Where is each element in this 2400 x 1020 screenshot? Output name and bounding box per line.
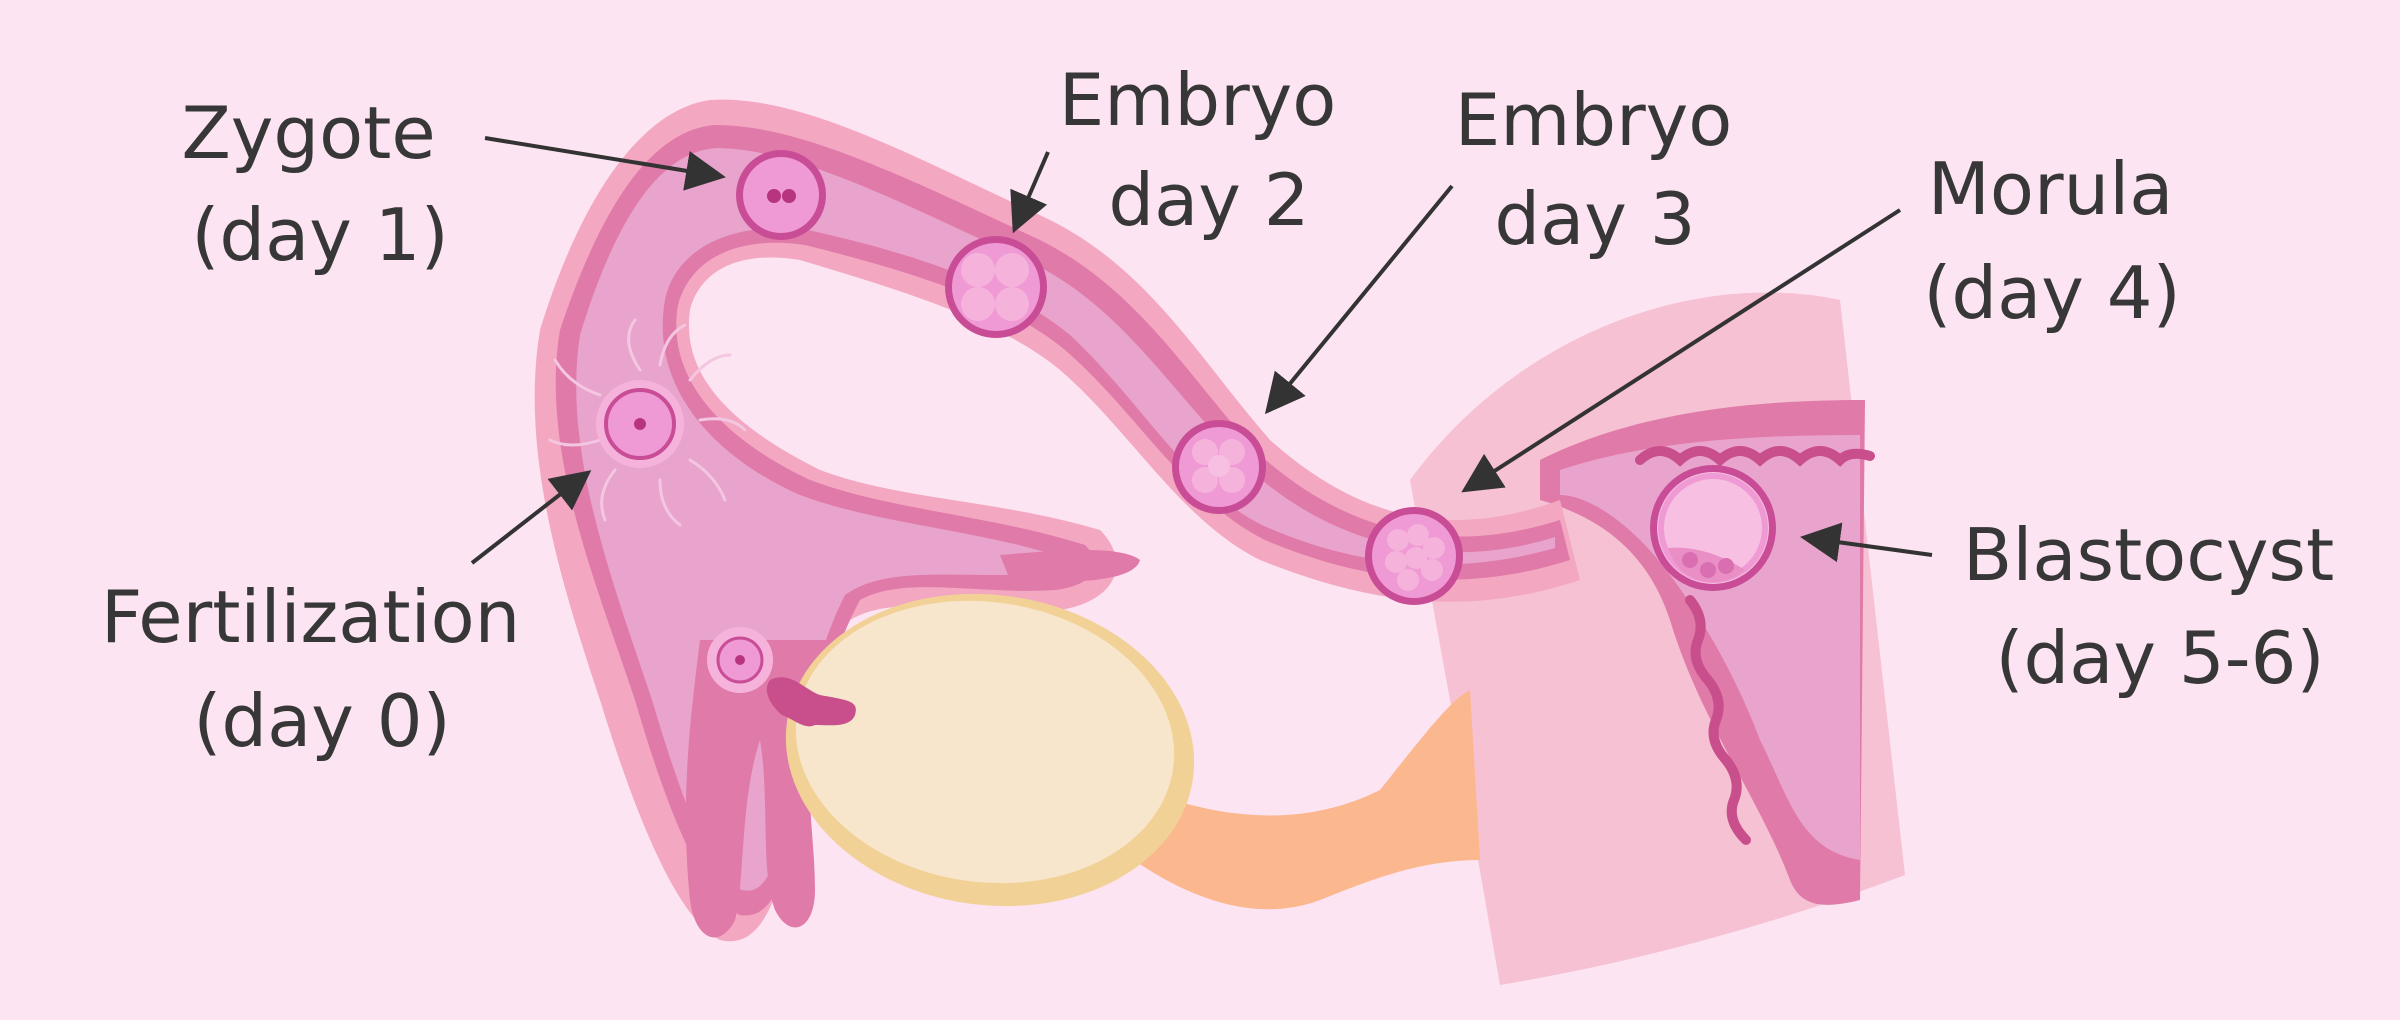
fertilization-label: Fertilization (day 0) xyxy=(101,575,543,763)
embryo-day2-label-line2: day 2 xyxy=(1108,158,1309,242)
embryo-day3-cell xyxy=(1172,420,1266,514)
morula-label-line1: Morula xyxy=(1928,147,2174,231)
embryo-day3-arrow xyxy=(1264,184,1454,415)
embryo-day2-cell xyxy=(945,236,1047,338)
morula-label-line2: (day 4) xyxy=(1923,251,2180,335)
zygote-cell xyxy=(736,150,826,240)
embryo-day2-label: Embryo day 2 xyxy=(1059,58,1359,242)
blastocyst-cell xyxy=(1650,465,1776,591)
zygote-label: Zygote (day 1) xyxy=(181,91,458,277)
blastocyst-label-line1: Blastocyst xyxy=(1963,513,2334,597)
ovarian-ligament xyxy=(1120,690,1480,910)
embryo-day3-label-line1: Embryo xyxy=(1455,78,1733,162)
ovary xyxy=(795,600,1175,884)
fimbriae-tip xyxy=(1000,550,1140,582)
fallopian-tube-lumen xyxy=(576,148,1555,891)
oocyte xyxy=(707,627,773,693)
fertilization-label-line2: (day 0) xyxy=(193,679,450,763)
morula-arrow xyxy=(1461,208,1902,493)
zygote-label-line2: (day 1) xyxy=(191,193,448,277)
endometrium-edge xyxy=(1635,446,1875,467)
blastocyst-label: Blastocyst (day 5-6) xyxy=(1963,513,2357,700)
zygote-label-line1: Zygote xyxy=(181,91,435,175)
blastocyst-label-line2: (day 5-6) xyxy=(1995,616,2324,700)
embryo-day2-arrow xyxy=(1010,151,1050,234)
embryo-day3-label-line2: day 3 xyxy=(1494,177,1695,261)
fertilization-arrow xyxy=(470,470,592,565)
fertilization-label-line1: Fertilization xyxy=(101,575,520,659)
fertilized-egg xyxy=(548,318,747,527)
blastocyst-arrow xyxy=(1800,522,1933,563)
endometrium-side xyxy=(1685,595,1751,845)
zygote-arrow xyxy=(484,136,726,191)
uterine-cavity xyxy=(1560,435,1860,860)
embryo-day3-label: Embryo day 3 xyxy=(1455,78,1755,261)
morula-cell xyxy=(1365,507,1463,605)
morula-label: Morula (day 4) xyxy=(1923,147,2196,335)
ruptured-follicle xyxy=(766,677,856,727)
embryo-day2-label-line1: Embryo xyxy=(1059,58,1337,142)
